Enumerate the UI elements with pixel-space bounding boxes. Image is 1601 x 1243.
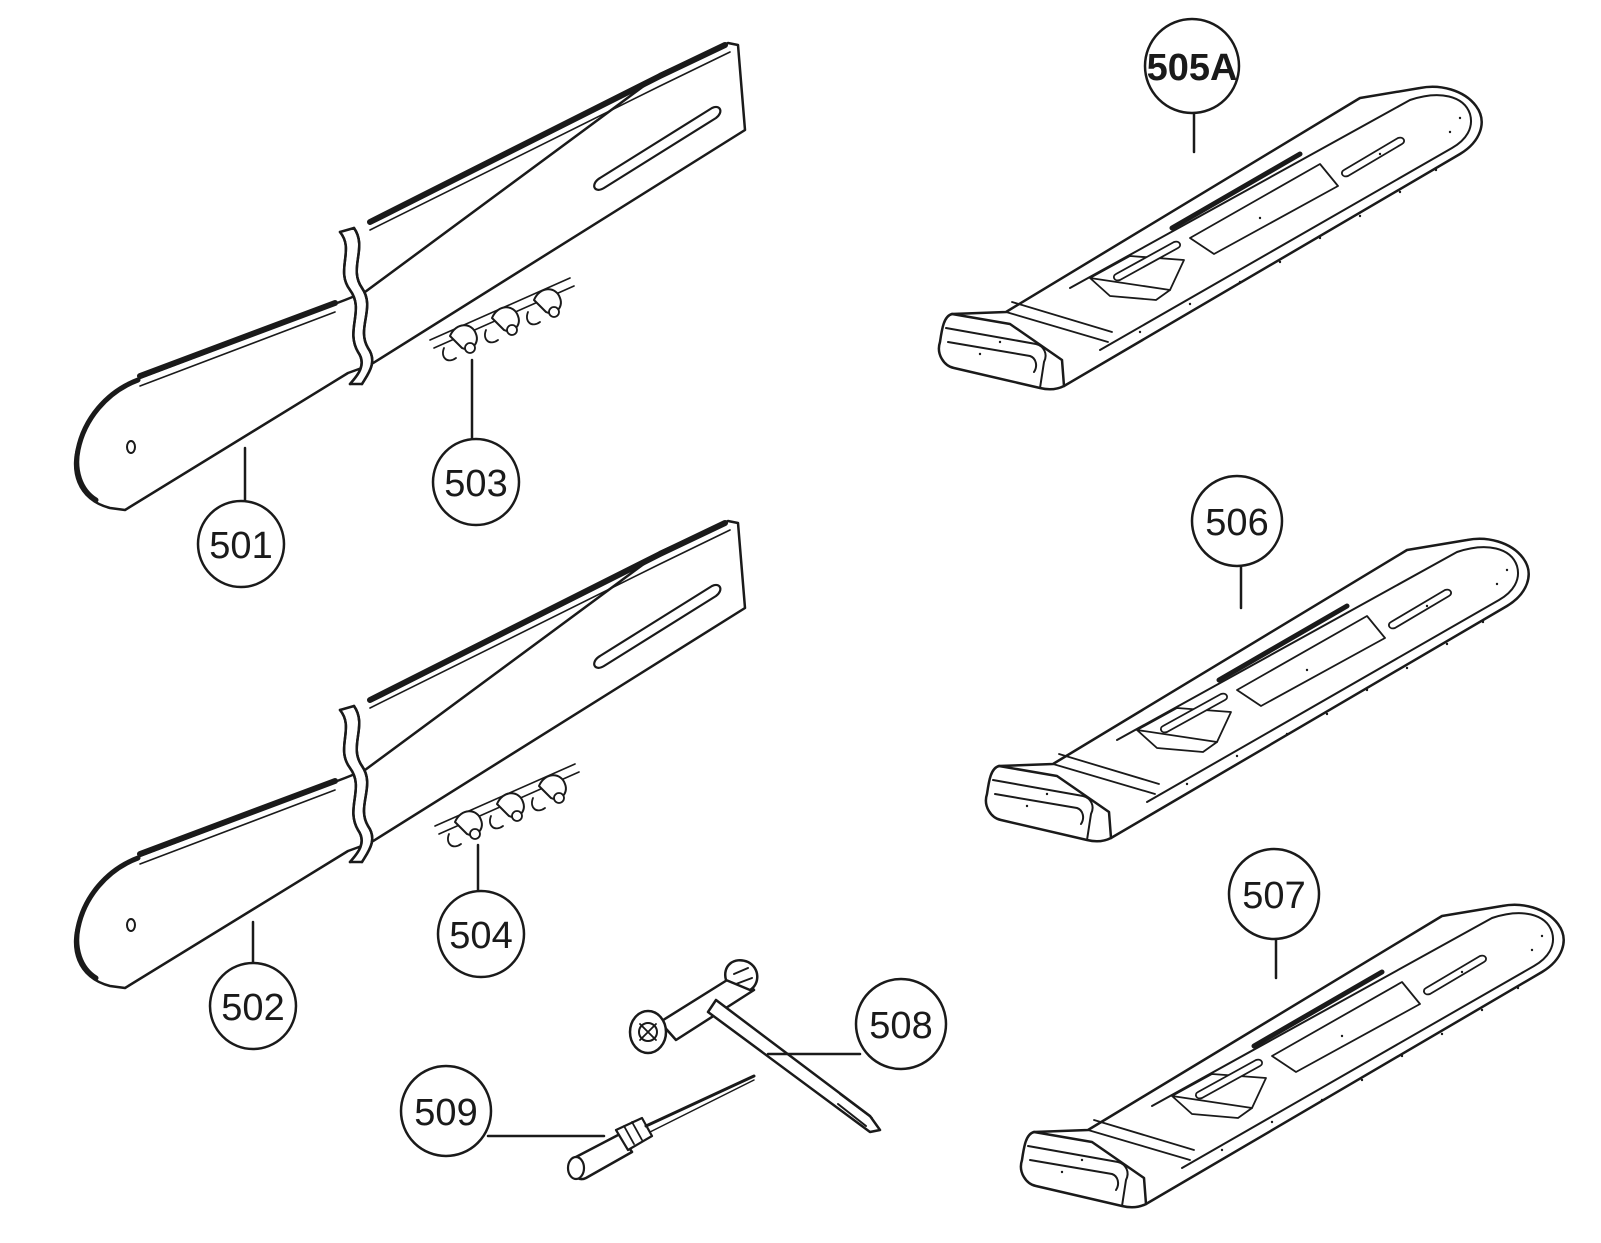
callout-501-label: 501 <box>209 525 272 567</box>
guide-bar-502 <box>75 521 745 988</box>
bar-cover-506 <box>986 539 1529 842</box>
screwdriver-509 <box>566 1074 756 1181</box>
callout-508: 508 <box>854 977 948 1071</box>
guide-bar-501 <box>75 43 745 510</box>
callout-506-label: 506 <box>1205 502 1268 544</box>
callout-501: 501 <box>196 499 286 589</box>
callout-502-label: 502 <box>221 987 284 1029</box>
callout-507-label: 507 <box>1242 875 1305 917</box>
callout-502: 502 <box>208 961 298 1051</box>
callout-503: 503 <box>431 437 521 527</box>
leader-lines <box>243 110 1278 1138</box>
callout-508-label: 508 <box>869 1005 932 1047</box>
callout-504: 504 <box>436 889 526 979</box>
combination-wrench-508 <box>628 959 882 1134</box>
callout-509: 509 <box>399 1064 493 1158</box>
bar-cover-505a <box>939 87 1482 390</box>
bar-cover-507 <box>1021 905 1564 1208</box>
callout-509-label: 509 <box>414 1092 477 1134</box>
callout-504-label: 504 <box>449 915 512 957</box>
callout-505a: 505A <box>1143 17 1241 115</box>
callout-506: 506 <box>1190 474 1284 568</box>
callout-505a-label: 505A <box>1147 47 1238 89</box>
callout-503-label: 503 <box>444 463 507 505</box>
callout-507: 507 <box>1227 847 1321 941</box>
